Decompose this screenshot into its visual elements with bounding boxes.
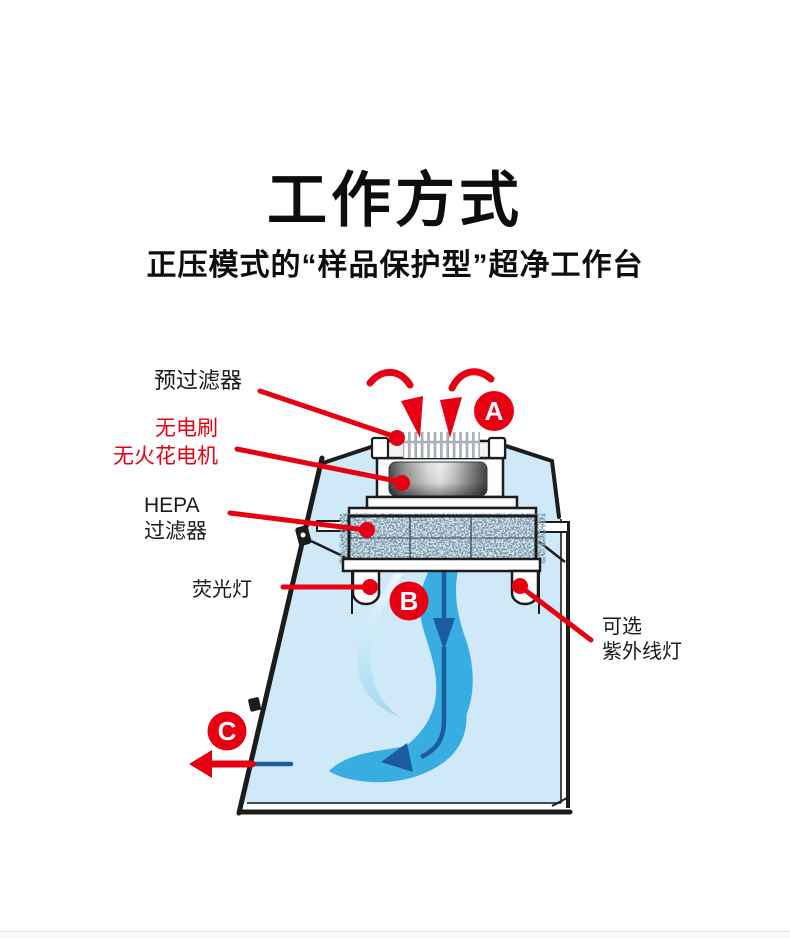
prefilter-pleats	[403, 432, 480, 458]
right-support-bar	[533, 521, 569, 533]
pedestal-step-upper	[365, 495, 519, 510]
hepa-leader-line	[227, 510, 369, 533]
label-uv-lamp: 可选 紫外线灯	[602, 615, 682, 665]
label-fluorescent-lamp: 荧光灯	[192, 579, 252, 601]
prefilter-leader-line	[257, 388, 399, 440]
next-section-edge	[0, 931, 790, 938]
diffuser-plate	[341, 557, 542, 573]
label-motor: 无电刷 无火花电机	[88, 415, 218, 471]
badge-b: B	[389, 581, 429, 621]
left-shoulder-edge	[315, 443, 379, 467]
badge-a: A	[474, 391, 514, 431]
glass-hinge-lower	[248, 697, 262, 712]
air-inlet-arrow-right-icon	[440, 368, 495, 438]
label-pre-filter: 预过滤器	[154, 368, 243, 393]
airflow-main-stream	[329, 571, 473, 783]
airflow-soft-stream	[356, 574, 403, 717]
badge-c-letter: C	[218, 716, 237, 746]
air-outlet-arrow-icon	[189, 750, 294, 778]
left-diagonal-strut	[310, 539, 352, 562]
air-inlet-arrow-left-icon	[366, 368, 423, 438]
label-hepa-filter: HEPA 过滤器	[144, 493, 207, 545]
uv-dot	[512, 578, 528, 594]
fluorescent-dot	[362, 579, 378, 595]
label-uv-line1: 可选	[602, 616, 642, 638]
grille-left-cap	[370, 436, 390, 460]
page-subtitle: 正压模式的“样品保护型”超净工作台	[146, 249, 644, 282]
page-title: 工作方式	[267, 167, 523, 234]
badge-c: C	[207, 711, 247, 751]
label-motor-line2: 无火花电机	[113, 445, 218, 468]
label-hepa-line2: 过滤器	[144, 520, 207, 543]
motor	[388, 461, 488, 497]
right-diagonal-strut	[537, 540, 566, 563]
badge-b-letter: B	[400, 586, 419, 616]
prefilter-dot	[389, 430, 405, 446]
airflow-direction-arrow-icon	[381, 571, 455, 772]
badge-a-letter: A	[485, 396, 504, 426]
motor-leader-line	[234, 446, 404, 485]
right-shoulder-edge	[501, 443, 561, 519]
label-uv-line2: 紫外线灯	[602, 641, 682, 663]
label-motor-line1: 无电刷	[155, 417, 218, 440]
front-glass-edge	[236, 455, 325, 816]
hepa-dot	[359, 522, 375, 538]
uv-leader-line	[518, 584, 594, 643]
label-hepa-line1: HEPA	[144, 494, 200, 517]
hepa-filter	[347, 514, 538, 563]
corner-tick	[551, 797, 568, 807]
grille-right-cap	[487, 436, 507, 460]
prefilter-grille	[370, 432, 507, 460]
motor-dot	[394, 475, 410, 491]
bracket-pin	[300, 532, 306, 538]
annotations: A B C	[189, 368, 594, 778]
hood-assembly	[310, 432, 569, 614]
